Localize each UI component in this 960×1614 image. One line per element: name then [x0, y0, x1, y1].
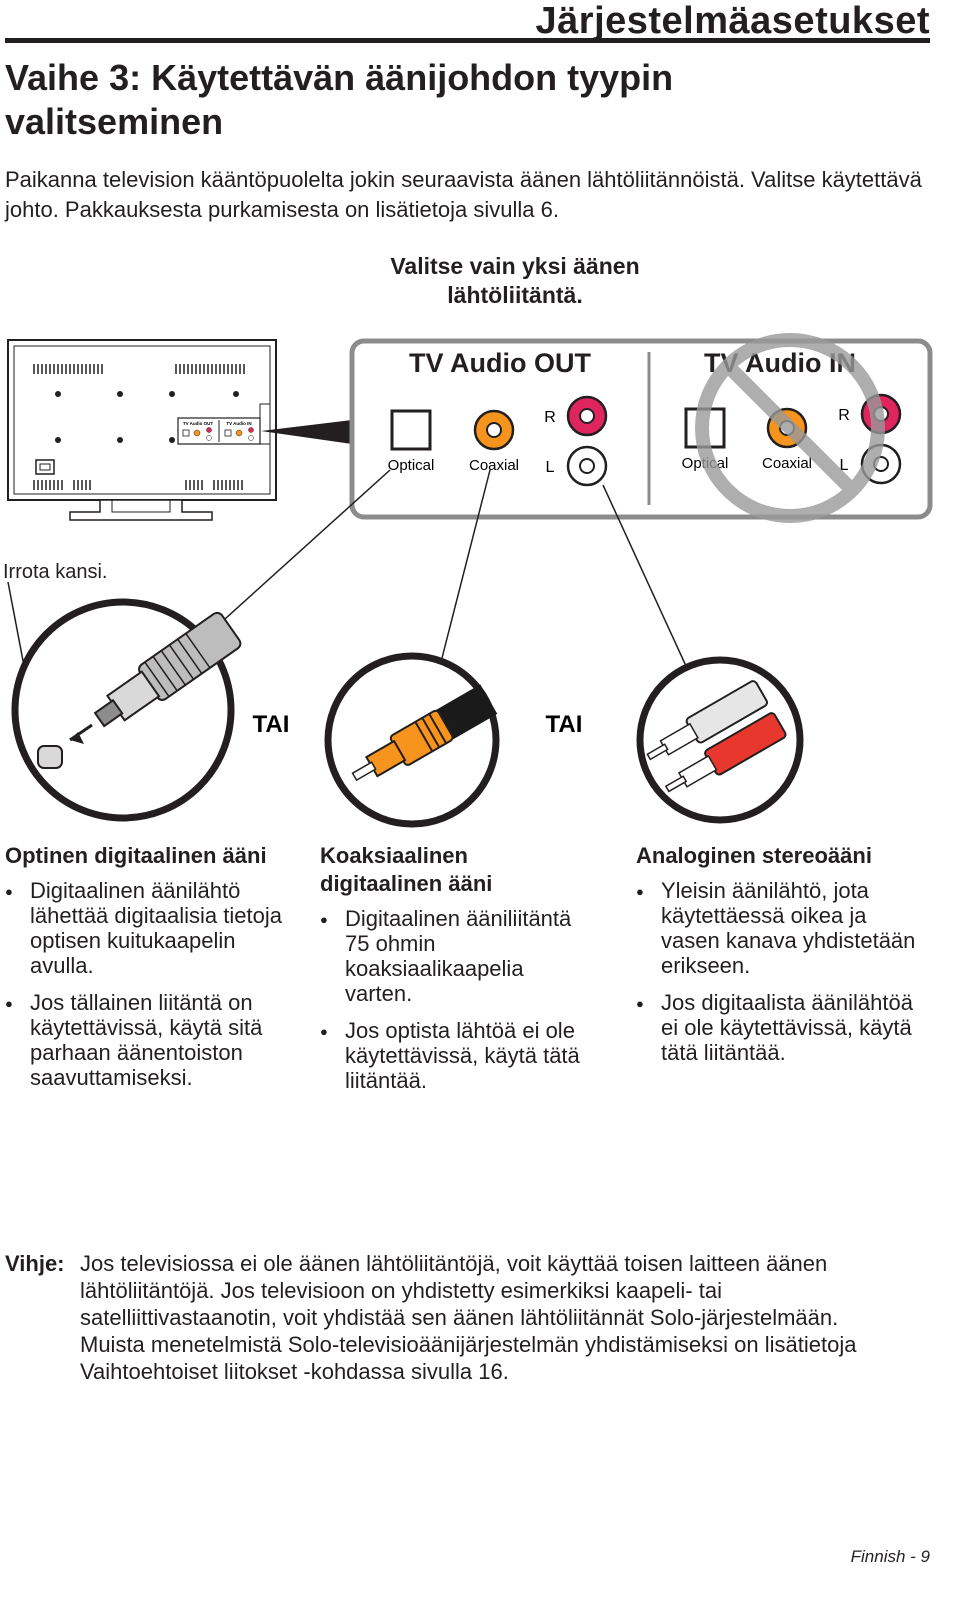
audio-jack-panel: TV Audio OUT TV Audio IN Optical Coaxial… [349, 333, 933, 523]
tv-audio-out-title: TV Audio OUT [409, 348, 591, 378]
optical-jack-out [390, 409, 432, 451]
leader-coaxial [441, 469, 491, 659]
l-label-in: L [840, 457, 849, 474]
step-title: Vaihe 3: Käytettävän äänijohdon tyypin v… [5, 57, 674, 142]
tip-label: Vihje: [5, 1251, 65, 1276]
bullet: Jos digitaalista äänilähtöä ei ole käyte… [636, 990, 926, 1065]
analog-cable-illustration [636, 656, 804, 824]
bullet: Digitaalinen ääniliitäntä 75 ohmin koaks… [320, 906, 590, 1006]
intro-paragraph: Paikanna television kääntöpuolelta jokin… [5, 167, 922, 222]
l-label-out: L [546, 459, 555, 476]
tv-back-illustration: TV Audio OUT TV Audio IN [7, 339, 277, 521]
or-label-2: TAI [546, 711, 583, 738]
coaxial-label-out: Coaxial [469, 457, 519, 474]
column-optical: Optinen digitaalinen ääni Digitaalinen ä… [5, 842, 305, 1102]
coaxial-cable-illustration [324, 652, 500, 828]
notice-text: Valitse vain yksi äänen lähtöliitäntä. [390, 253, 640, 308]
page-footer: Finnish - 9 [850, 1547, 930, 1566]
optical-cap [37, 745, 63, 769]
optical-label-out: Optical [388, 457, 435, 474]
remove-cap-label: Irrota kansi. [3, 561, 108, 583]
optical-cable-illustration [11, 598, 242, 822]
column-title: Optinen digitaalinen ääni [5, 843, 267, 868]
r-label-out: R [544, 409, 556, 426]
bullet: Yleisin äänilähtö, jota käytettäessä oik… [636, 878, 926, 978]
bullet: Jos optista lähtöä ei ole käytettävissä,… [320, 1018, 590, 1093]
r-label-in: R [838, 407, 850, 424]
column-analog: Analoginen stereoääni Yleisin äänilähtö,… [636, 842, 926, 1077]
column-coaxial: Koaksiaalinen digitaalinen ääni Digitaal… [320, 842, 590, 1105]
header-rule [5, 38, 930, 43]
leader-optical [204, 469, 391, 638]
bullet: Digitaalinen äänilähtö lähettää digitaal… [5, 878, 305, 978]
tv-small-audio-in-label: TV Audio IN [226, 421, 251, 426]
coaxial-label-in: Coaxial [762, 455, 812, 472]
bullet: Jos tällainen liitäntä on käytettävissä,… [5, 990, 305, 1090]
leader-analog [602, 484, 687, 667]
tv-small-audio-out-label: TV Audio OUT [183, 421, 214, 426]
connection-illustration: TV Audio OUT TV Audio IN TV Audio OUT TV… [7, 333, 933, 828]
tip-text: Jos televisiossa ei ole äänen lähtöliitä… [80, 1251, 857, 1384]
prohibited-icon [695, 333, 885, 523]
column-title: Analoginen stereoääni [636, 843, 872, 868]
section-title: Järjestelmäasetukset [535, 0, 930, 42]
zoom-pointer [261, 420, 352, 444]
column-title: Koaksiaalinen digitaalinen ääni [320, 843, 493, 896]
or-label-1: TAI [253, 711, 290, 738]
